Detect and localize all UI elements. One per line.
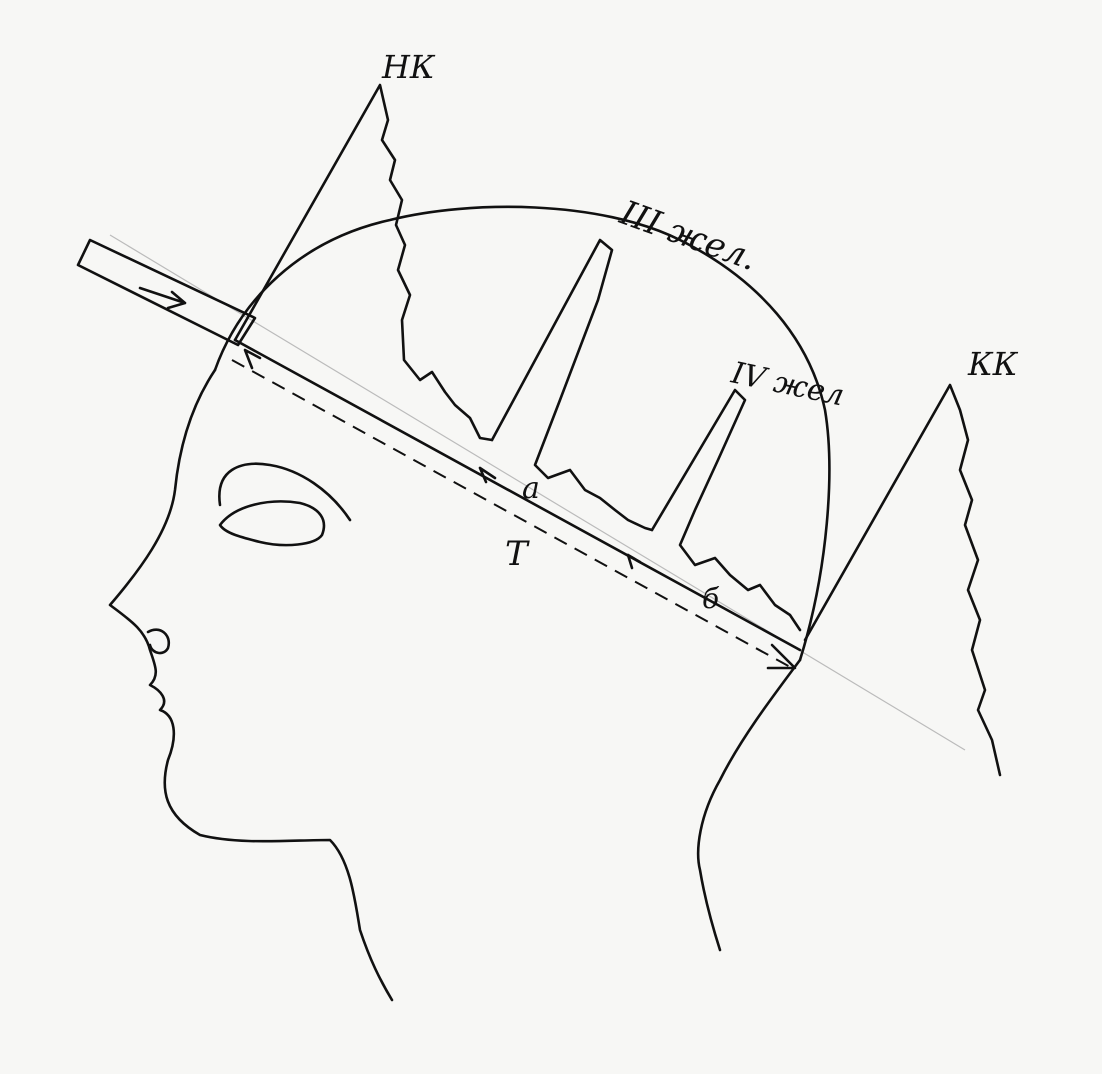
ultrasound-probe	[78, 240, 255, 345]
label-interval-b: б	[702, 582, 720, 615]
label-initial-complex: НК	[381, 48, 436, 86]
eye	[220, 501, 324, 545]
nostril	[148, 630, 169, 653]
time-arrow-end	[768, 645, 795, 668]
neck-back	[698, 660, 800, 950]
time-line-T	[232, 360, 792, 668]
eye-brow	[219, 464, 350, 520]
ventricle-3-echo	[492, 240, 652, 530]
ventricle-4-echo	[652, 390, 800, 630]
label-ventricle-4: IV жел	[727, 355, 847, 413]
label-time-total: T	[505, 534, 530, 574]
initial-complex-peak	[235, 85, 492, 440]
label-final-complex: КК	[967, 345, 1019, 383]
interval-b-arrow	[628, 555, 640, 568]
label-interval-a: а	[522, 471, 540, 506]
final-complex-peak	[805, 385, 1000, 775]
label-ventricle-3: III жел.	[614, 193, 762, 280]
